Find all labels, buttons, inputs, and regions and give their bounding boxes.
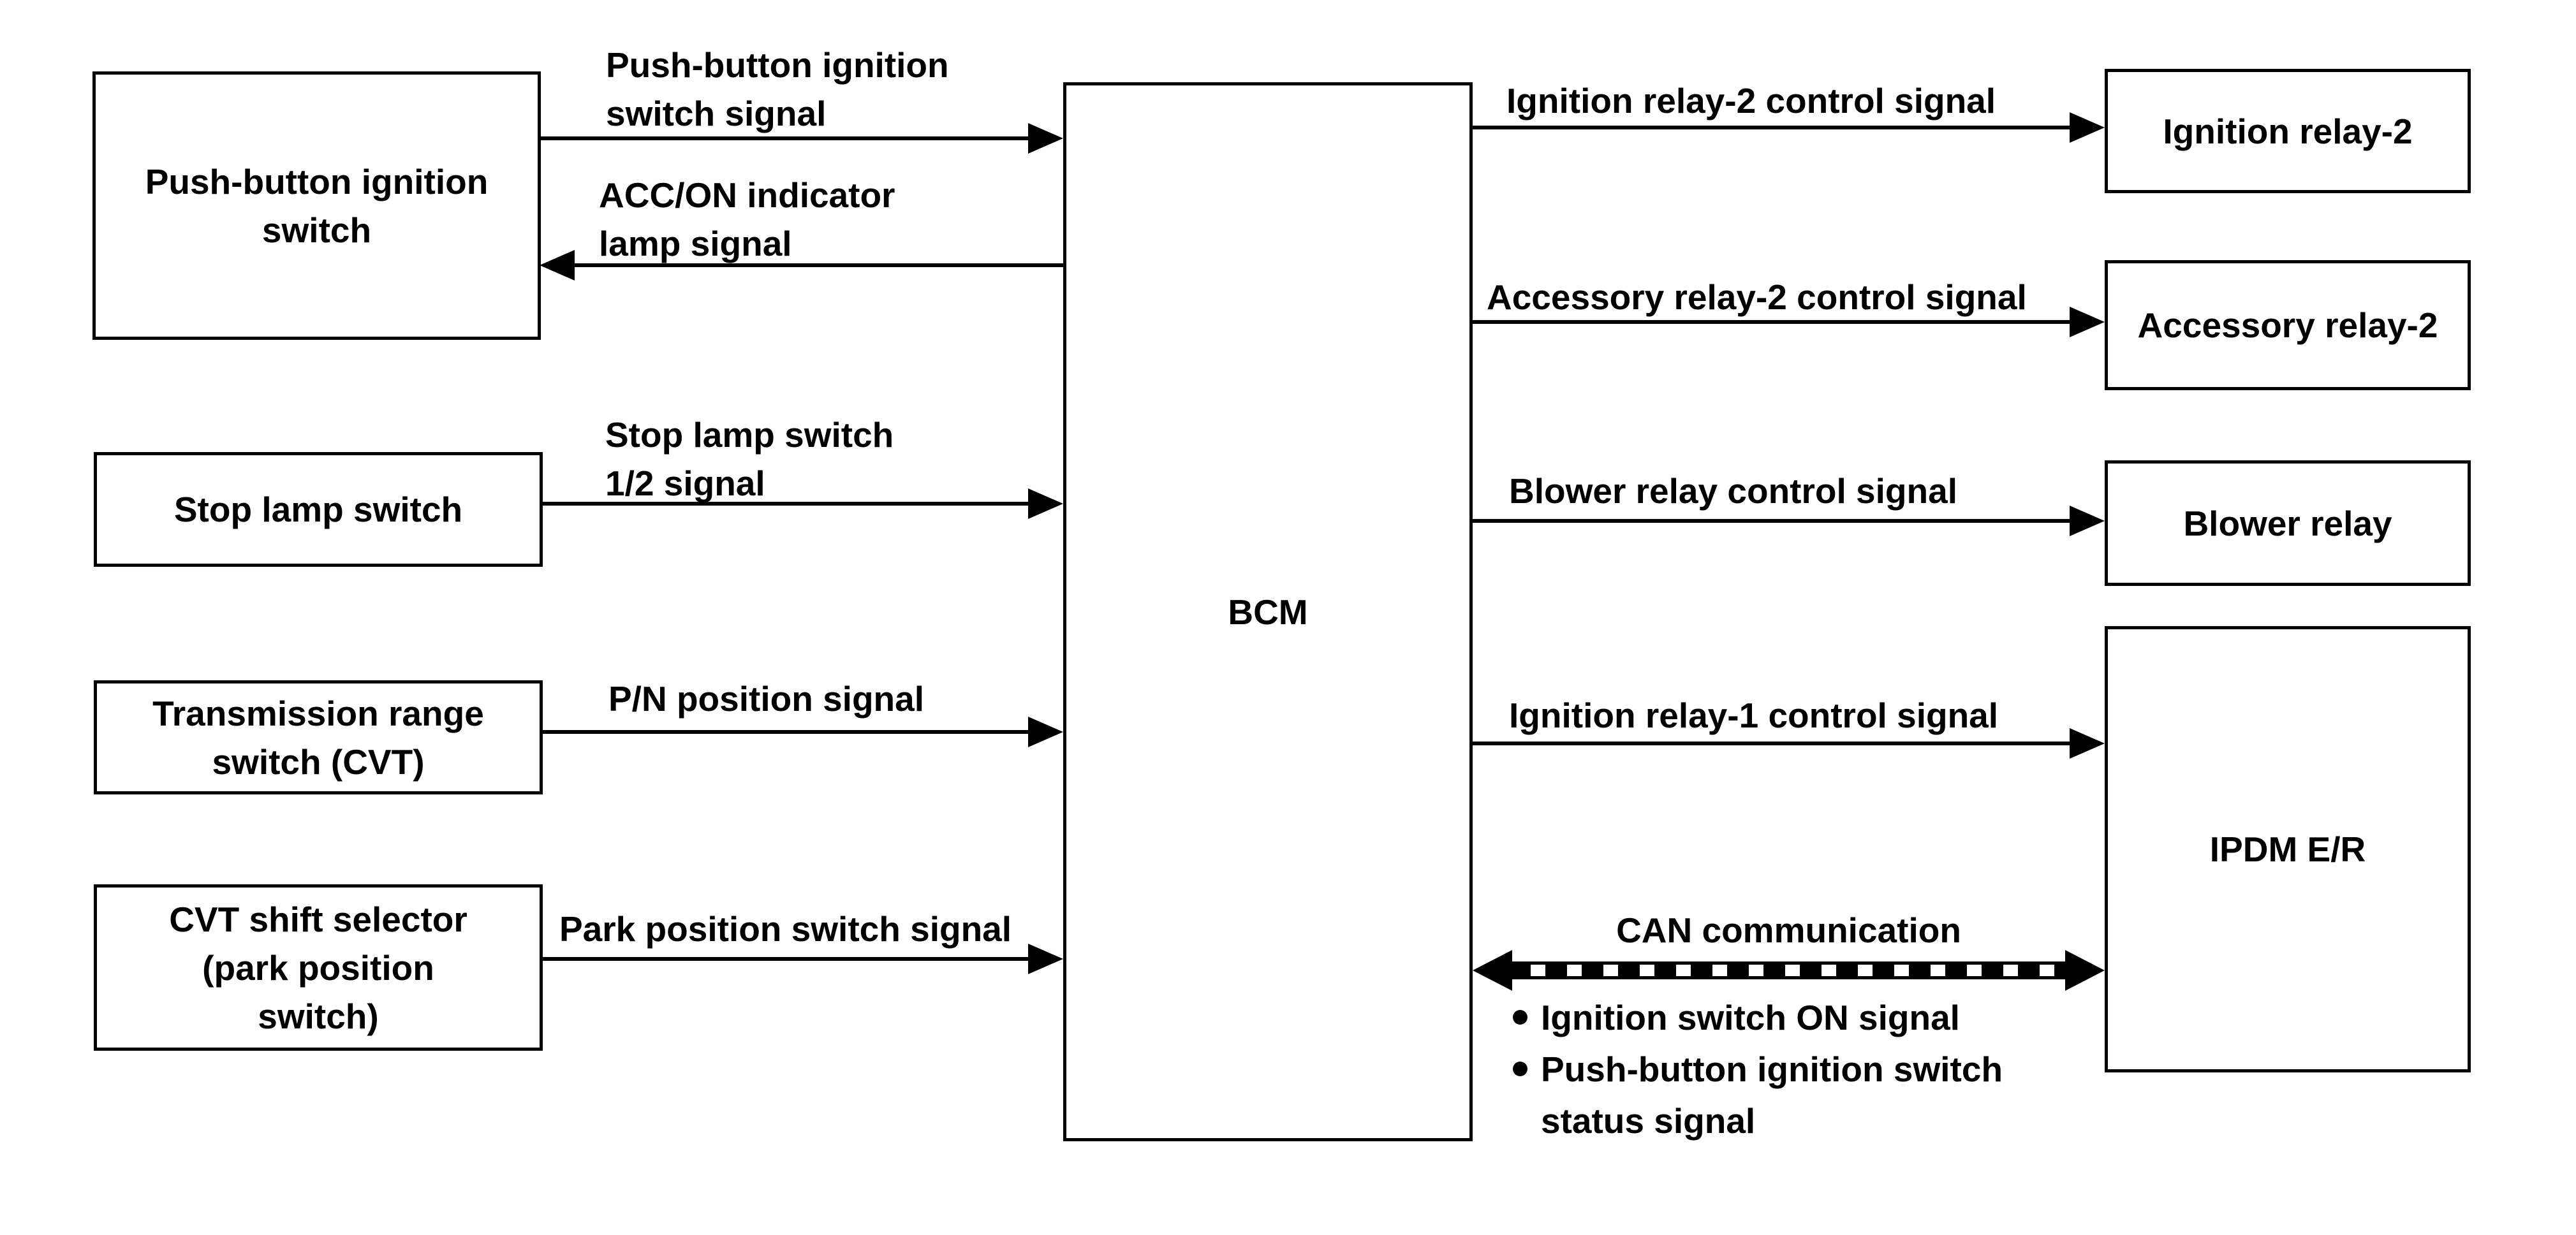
signal-label-line: CAN communication xyxy=(1616,910,1961,950)
signal-label-line: Ignition relay-1 control signal xyxy=(1509,696,1999,735)
node-stop-lamp-switch: Stop lamp switch xyxy=(94,452,543,567)
can-arrowhead-left-icon xyxy=(1473,950,1512,991)
signal-label-ignition-relay-1-control-signal: Ignition relay-1 control signal xyxy=(1509,691,1998,740)
can-signal-text: status signal xyxy=(1541,1101,1756,1141)
node-label-line: IPDM E/R xyxy=(2209,829,2366,869)
node-label-line: (park position xyxy=(202,947,434,988)
arrowhead-right-icon xyxy=(2070,307,2105,337)
can-dashed-band xyxy=(1509,961,2068,979)
node-label: Stop lamp switch xyxy=(174,485,462,534)
arrowhead-left-icon xyxy=(540,250,575,281)
can-signal-list: Ignition switch ON signal Push-button ig… xyxy=(1513,992,2100,1147)
node-label: BCM xyxy=(1228,588,1307,636)
node-label-line: Accessory relay-2 xyxy=(2137,305,2438,345)
signal-label-line: Park position switch signal xyxy=(559,909,1012,949)
signal-label-can-communication: CAN communication xyxy=(1473,906,2105,954)
signal-label-line: P/N position signal xyxy=(608,679,925,719)
arrow-shaft-acc-on-indicator xyxy=(575,263,1063,267)
arrow-shaft-ignition-relay-2-control xyxy=(1473,126,2070,129)
node-label-line: switch (CVT) xyxy=(212,742,425,782)
node-label: CVT shift selector (park position switch… xyxy=(169,895,467,1041)
node-label-line: Stop lamp switch xyxy=(173,490,463,529)
arrowhead-right-icon xyxy=(1028,944,1063,974)
node-ipdm-er: IPDM E/R xyxy=(2105,626,2471,1072)
can-signal-text: Ignition switch ON signal xyxy=(1541,998,1960,1037)
arrow-shaft-push-button-signal xyxy=(540,136,1028,140)
signal-label-pn-position-signal: P/N position signal xyxy=(608,675,924,723)
arrowhead-right-icon xyxy=(2070,728,2105,759)
arrow-shaft-stop-lamp-signal xyxy=(541,502,1028,506)
arrowhead-right-icon xyxy=(1028,123,1063,154)
arrowhead-right-icon xyxy=(2070,506,2105,536)
arrow-shaft-park-position-signal xyxy=(541,957,1028,961)
signal-label-line: Push-button ignition xyxy=(606,45,949,85)
can-arrowhead-right-icon xyxy=(2065,950,2105,991)
signal-label-ignition-relay-2-control-signal: Ignition relay-2 control signal xyxy=(1506,77,1996,125)
node-label: Accessory relay-2 xyxy=(2138,301,2438,349)
arrow-shaft-blower-relay-control xyxy=(1473,519,2070,523)
arrowhead-right-icon xyxy=(2070,112,2105,143)
node-label: Ignition relay-2 xyxy=(2163,107,2412,156)
arrow-shaft-ignition-relay-1-control xyxy=(1473,742,2070,745)
signal-label-acc-on-indicator-lamp-signal: ACC/ON indicator lamp signal xyxy=(599,171,895,268)
signal-label-park-position-switch-signal: Park position switch signal xyxy=(559,905,1012,953)
node-label-line: switch xyxy=(261,210,372,250)
bullet-icon xyxy=(1513,1010,1527,1025)
signal-label-blower-relay-control-signal: Blower relay control signal xyxy=(1509,467,1957,515)
signal-label-line: Ignition relay-2 control signal xyxy=(1506,81,1996,121)
node-label: IPDM E/R xyxy=(2210,825,2366,873)
node-bcm: BCM xyxy=(1063,82,1473,1141)
signal-label-stop-lamp-switch-signal: Stop lamp switch 1/2 signal xyxy=(605,411,894,508)
node-blower-relay: Blower relay xyxy=(2105,460,2471,586)
node-ignition-relay-2: Ignition relay-2 xyxy=(2105,69,2471,193)
signal-label-line: lamp signal xyxy=(599,224,792,263)
arrowhead-right-icon xyxy=(1028,488,1063,519)
arrow-shaft-accessory-relay-2-control xyxy=(1473,320,2070,324)
signal-label-line: 1/2 signal xyxy=(605,464,765,503)
node-label-line: CVT shift selector xyxy=(169,899,467,939)
node-label: Blower relay xyxy=(2183,499,2392,548)
node-label-line: Push-button ignition xyxy=(145,161,489,201)
node-push-button-ignition-switch: Push-button ignition switch xyxy=(92,71,541,340)
node-label-line: Blower relay xyxy=(2183,503,2392,543)
node-label: Transmission range switch (CVT) xyxy=(152,689,484,786)
signal-label-line: switch signal xyxy=(606,94,827,133)
can-signal-text: Push-button ignition switch xyxy=(1541,1049,2003,1089)
node-label-line: Transmission range xyxy=(152,693,484,733)
node-transmission-range-switch: Transmission range switch (CVT) xyxy=(94,680,543,794)
signal-label-line: Blower relay control signal xyxy=(1509,471,1957,511)
signal-label-push-button-ignition-switch-signal: Push-button ignition switch signal xyxy=(606,41,949,138)
signal-label-line: Stop lamp switch xyxy=(605,415,894,455)
arrow-shaft-pn-position-signal xyxy=(541,730,1028,734)
signal-label-accessory-relay-2-control-signal: Accessory relay-2 control signal xyxy=(1487,273,2027,321)
node-accessory-relay-2: Accessory relay-2 xyxy=(2105,260,2471,390)
can-signal-item: Push-button ignition switch status signa… xyxy=(1513,1044,2100,1147)
signal-label-line: ACC/ON indicator xyxy=(599,175,895,215)
node-label-line: switch) xyxy=(258,996,379,1036)
signal-label-line: Accessory relay-2 control signal xyxy=(1487,277,2027,317)
can-signal-item: Ignition switch ON signal xyxy=(1513,992,2100,1044)
node-label: Push-button ignition switch xyxy=(145,157,489,254)
bullet-icon xyxy=(1513,1062,1527,1076)
arrowhead-right-icon xyxy=(1028,717,1063,747)
node-cvt-shift-selector: CVT shift selector (park position switch… xyxy=(94,884,543,1051)
node-label-line: Ignition relay-2 xyxy=(2163,111,2413,151)
node-label-line: BCM xyxy=(1228,592,1308,632)
